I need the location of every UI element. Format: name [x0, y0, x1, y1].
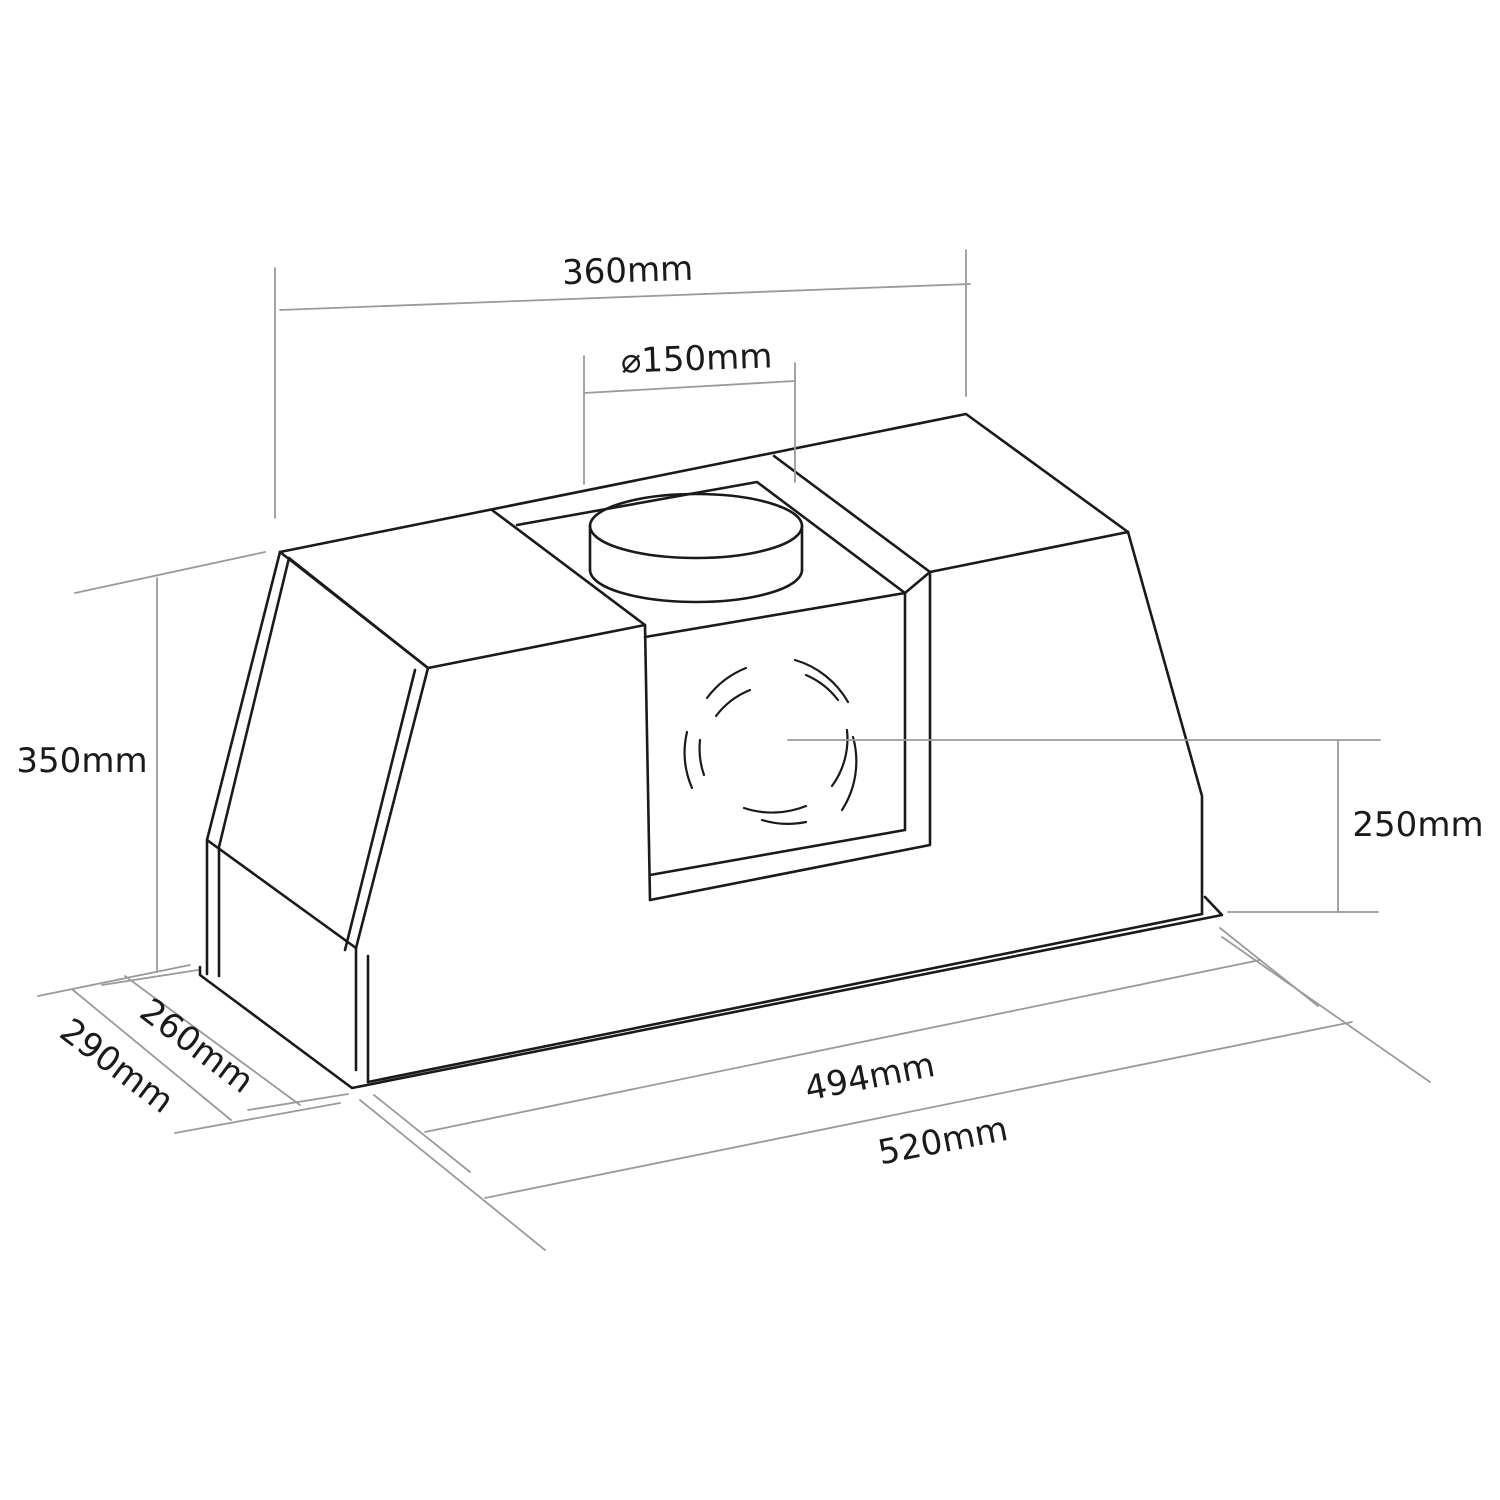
right-channel-edge	[772, 454, 932, 574]
dim-length-outer-line	[484, 1021, 1353, 1199]
label-width-top: 360mm	[561, 249, 693, 294]
dim-height-ext-bottom	[37, 964, 191, 997]
center-channel-top	[515, 480, 932, 595]
left-column-inner	[217, 556, 291, 978]
dim-depth-ext-inner-front	[247, 1093, 349, 1111]
hood-body	[198, 412, 1224, 1090]
center-block-right	[648, 591, 907, 877]
center-block-right-outer	[648, 570, 932, 902]
hood-bottom-inner	[366, 912, 1204, 1084]
right-shoulder-edge	[928, 530, 1130, 574]
label-inner-length: 494mm	[802, 1045, 938, 1109]
dimension-labels: 360mm ⌀150mm 350mm 250mm 260mm 290mm 494…	[16, 249, 1483, 1174]
dim-depth-inner-line	[124, 975, 301, 1106]
duct-collar-top	[588, 492, 804, 560]
left-shoulder-edge	[426, 623, 647, 670]
left-side-panel-edge	[205, 838, 358, 950]
right-column-face	[1126, 530, 1204, 916]
left-front-slope-inner	[343, 668, 417, 952]
label-outlet-height: 250mm	[1352, 805, 1483, 845]
dim-length-ext-left-outer	[359, 1099, 546, 1251]
dim-depth-ext-outer-front	[174, 1102, 341, 1134]
dimension-lines	[37, 249, 1431, 1251]
dim-length-ext-right-outer	[1221, 936, 1431, 1083]
dim-depth-ext-inner-back	[101, 969, 199, 986]
dim-length-ext-left-inner	[373, 1094, 471, 1173]
hood-top-edge	[278, 412, 1130, 554]
dim-width-line	[279, 283, 971, 311]
label-outer-length: 520mm	[875, 1109, 1011, 1173]
center-block-top	[643, 591, 907, 639]
fan-motor-icon	[683, 658, 858, 825]
label-duct-diameter: ⌀150mm	[620, 336, 773, 381]
left-top-slope-inner	[287, 556, 430, 670]
dim-depth-outer-line	[72, 989, 232, 1121]
hood-bottom-flange	[198, 895, 1224, 1090]
center-channel-left	[490, 508, 652, 902]
dim-duct-line	[583, 380, 796, 394]
dim-height-ext-top	[74, 551, 266, 594]
label-height: 350mm	[16, 741, 147, 781]
left-front-slope	[354, 666, 430, 950]
dim-length-inner-line	[424, 959, 1261, 1133]
duct-collar-bottom	[588, 568, 804, 604]
